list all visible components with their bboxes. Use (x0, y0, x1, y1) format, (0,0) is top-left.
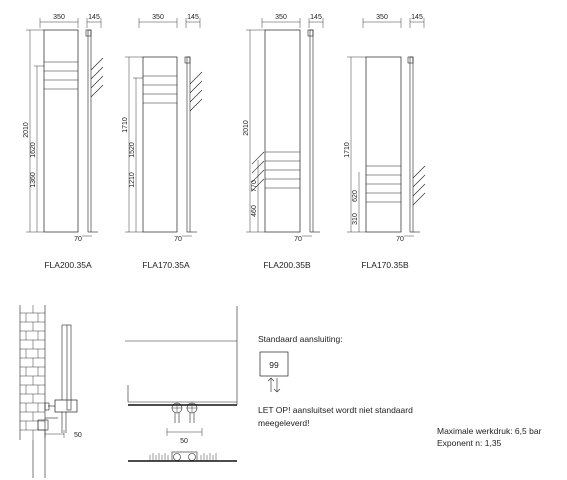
side-offset-dimension: 50 (74, 432, 82, 439)
bottom-offset: 70 (74, 236, 82, 243)
radiator-fla170-35b: 350 145 1710 620 310 70 FLA170.35B (344, 14, 426, 270)
model-caption: FLA170.35B (361, 260, 409, 270)
depth-dimension: 145 (88, 14, 100, 21)
depth-dimension: 145 (411, 14, 423, 21)
radiator-fla170-35a: 350 145 1710 1520 1210 70 FLA170.35A (122, 14, 203, 270)
connection-note: Standaard aansluiting: 99 LET OP! aanslu… (258, 334, 413, 428)
side-profile (87, 29, 92, 233)
connection-title: Standaard aansluiting: (258, 334, 343, 344)
width-dimension: 350 (152, 14, 164, 21)
flow-arrows-icon (267, 377, 281, 393)
side-profile (186, 56, 191, 233)
radiator-fla200-35b: 350 145 2010 770 460 70 FLA200.35B (243, 14, 324, 270)
radiator-panel (43, 29, 79, 233)
depth-dimension: 145 (187, 14, 199, 21)
connection-spacing-dimension: 50 (180, 438, 188, 445)
exponent: Exponent n: 1,35 (437, 438, 502, 448)
radiator-fla200-35a: 350 145 2010 1620 1360 70 FLA200.35A (23, 14, 104, 270)
width-dimension: 350 (275, 14, 287, 21)
height-upper: 620 (352, 190, 359, 202)
height-upper: 1520 (129, 142, 136, 158)
depth-dimension: 145 (310, 14, 322, 21)
height-lower: 1210 (129, 172, 136, 188)
valve-body (54, 399, 78, 413)
model-caption: FLA200.35B (263, 260, 311, 270)
height-total: 2010 (23, 122, 30, 138)
model-caption: FLA200.35A (44, 260, 92, 270)
side-profile (409, 56, 414, 233)
height-lower: 1360 (30, 172, 37, 188)
height-total: 2010 (243, 120, 250, 136)
bottom-offset: 70 (396, 236, 404, 243)
max-pressure: Maximale werkdruk: 6,5 bar (437, 426, 542, 436)
model-caption: FLA170.35A (142, 260, 190, 270)
radiator-side (66, 324, 72, 411)
bottom-offset: 70 (174, 236, 182, 243)
valve-left (171, 402, 183, 423)
bottom-offset: 70 (294, 236, 302, 243)
height-lower: 460 (251, 205, 258, 217)
height-upper: 770 (251, 180, 258, 192)
warning-line-1: LET OP! aansluitset wordt niet standaard (258, 405, 413, 415)
width-dimension: 350 (376, 14, 388, 21)
bottom-view-fins (149, 451, 217, 462)
width-dimension: 350 (53, 14, 65, 21)
wall-mount-detail: 50 (19, 305, 82, 478)
height-lower: 310 (352, 213, 359, 225)
side-profile (309, 29, 314, 233)
valve-right (186, 402, 198, 423)
height-total: 1710 (344, 142, 351, 158)
height-upper: 1620 (30, 142, 37, 158)
specifications: Maximale werkdruk: 6,5 bar Exponent n: 1… (437, 426, 542, 448)
warning-line-2: meegeleverd! (258, 418, 310, 428)
bottom-connection-detail: 50 (125, 306, 238, 462)
connection-code-box (259, 351, 289, 377)
height-total: 1710 (122, 117, 129, 133)
radiator-panel (365, 56, 402, 233)
brick-wall (19, 305, 46, 440)
connection-code: 99 (269, 360, 279, 370)
radiator-panel (142, 56, 178, 233)
radiator-panel (264, 29, 301, 233)
